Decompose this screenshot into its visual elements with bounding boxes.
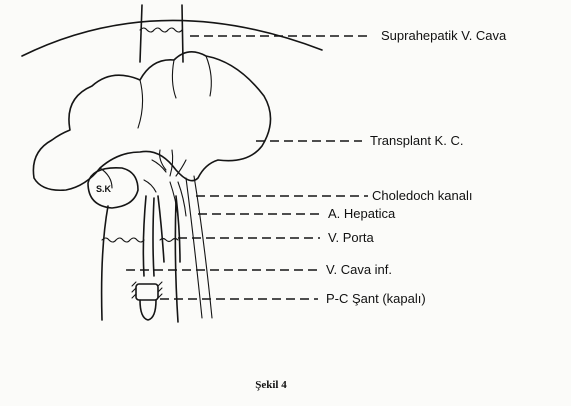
portal-vein	[158, 196, 180, 262]
diaphragm-arc	[22, 20, 322, 56]
gallbladder-label: S.K	[96, 184, 112, 194]
label-suprahepatic-vena-cava: Suprahepatik V. Cava	[381, 28, 507, 43]
portocaval-shunt	[132, 196, 162, 320]
transplant-liver	[33, 52, 270, 190]
suprahepatic-vena-cava	[140, 5, 183, 62]
label-portocaval-shunt: P-C Şant (kapalı)	[326, 291, 426, 306]
label-hepatic-artery: A. Hepatica	[328, 206, 396, 221]
label-transplant: Transplant K. C.	[370, 133, 463, 148]
label-vena-cava-inferior: V. Cava inf.	[326, 262, 392, 277]
figure-caption: Şekil 4	[255, 379, 287, 391]
label-choledoch: Choledoch kanalı	[372, 188, 472, 203]
choledoch-duct	[186, 176, 212, 318]
label-portal-vein: V. Porta	[328, 230, 375, 245]
